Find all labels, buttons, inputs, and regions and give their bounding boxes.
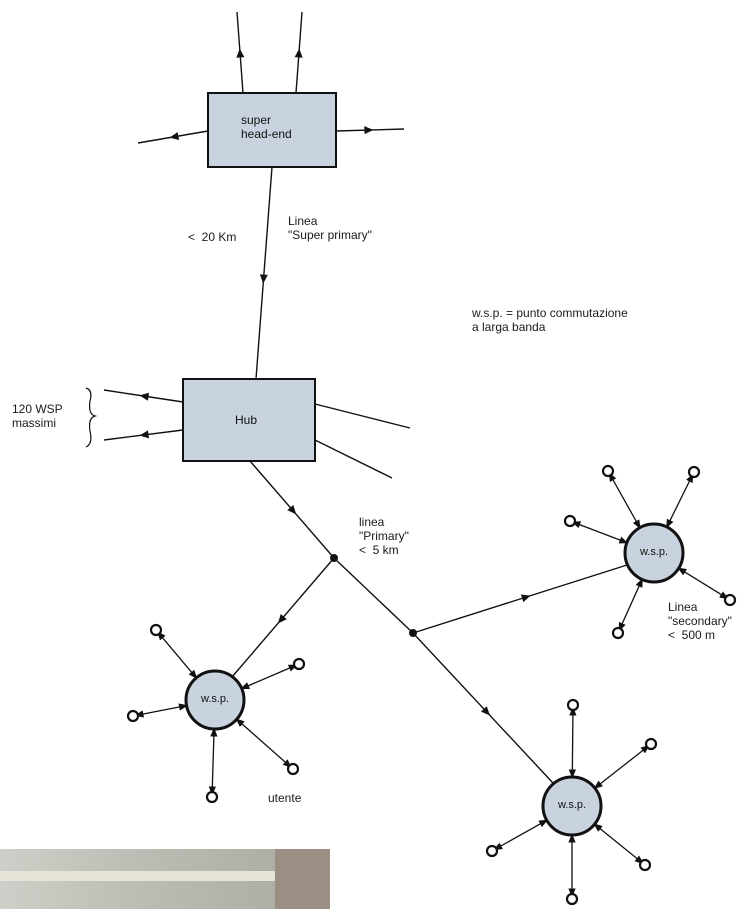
photo-strip	[0, 849, 330, 909]
user-link-left-0	[156, 631, 198, 680]
hub-link-right-bottom	[314, 439, 393, 479]
user-terminal-bottom-12	[485, 844, 499, 858]
legend-text: w.s.p. = punto commutazione a larga band…	[472, 306, 628, 334]
user-terminal-left-1	[292, 657, 306, 671]
linea-super-label: Linea "Super primary"	[288, 214, 372, 242]
primary-line-continuation	[333, 557, 414, 634]
wsp-bottom-label: w.s.p.	[557, 799, 587, 811]
user-link-left-4	[235, 718, 292, 769]
user-terminal-left-3	[205, 790, 219, 804]
wsp-left-label: w.s.p.	[200, 693, 230, 705]
secondary-line-bottom	[412, 632, 554, 784]
super-primary-line-arrowhead	[259, 274, 268, 284]
super-head-end-box	[207, 92, 337, 168]
hub-link-right-top	[314, 403, 411, 429]
linea-primary-label: linea "Primary" < 5 km	[359, 515, 409, 557]
user-link-left-1	[240, 664, 298, 690]
user-link-right-5	[608, 472, 641, 530]
user-link-right-8	[677, 567, 729, 600]
distance-super-label: < 20 Km	[188, 230, 237, 244]
user-link-right-7	[571, 521, 629, 544]
user-terminal-right-8	[723, 593, 737, 607]
secondary-line-bottom-arrowhead	[480, 706, 490, 716]
hub-link-left-bottom-arrowhead	[139, 430, 149, 439]
hub-box	[182, 378, 316, 462]
user-link-right-9	[618, 578, 643, 632]
head-end-uplink-right-arrowhead	[294, 48, 303, 58]
user-terminal-right-5	[601, 464, 615, 478]
user-terminal-bottom-10	[566, 698, 580, 712]
hub-link-left-top-arrowhead	[139, 392, 150, 401]
user-terminal-right-9	[611, 626, 625, 640]
user-link-bottom-14	[593, 823, 644, 865]
user-terminal-right-6	[687, 465, 701, 479]
wsp-node-right	[623, 522, 685, 584]
photo-block	[275, 849, 330, 909]
user-link-bottom-12	[493, 819, 549, 851]
wsp-count-label: 120 WSP massimi	[12, 402, 63, 430]
primary-line-arrowhead	[287, 504, 297, 515]
wsp-right-label: w.s.p.	[639, 546, 669, 558]
primary-to-left-wsp-arrowhead	[277, 614, 287, 624]
hub-label: Hub	[235, 413, 258, 427]
junction-dot-secondary	[409, 629, 417, 637]
wsp-node-left	[184, 669, 246, 731]
user-terminal-left-2	[126, 709, 140, 723]
user-terminal-bottom-11	[644, 737, 658, 751]
user-terminal-bottom-13	[565, 892, 579, 906]
user-link-right-6	[666, 473, 694, 529]
head-end-link-left-arrowhead	[169, 132, 180, 141]
user-link-left-3	[208, 727, 218, 796]
super-head-end-label: super head-end	[241, 113, 292, 141]
brace	[85, 387, 98, 448]
user-terminal-right-7	[563, 514, 577, 528]
user-link-bottom-11	[593, 744, 650, 790]
user-terminal-left-4	[286, 762, 300, 776]
user-link-left-2	[134, 703, 189, 718]
head-end-uplink-left-arrowhead	[236, 48, 245, 58]
super-primary-line	[255, 166, 273, 380]
user-terminal-bottom-14	[638, 858, 652, 872]
photo-stripe	[0, 871, 330, 881]
utente-label: utente	[268, 791, 302, 805]
head-end-link-right-arrowhead	[364, 126, 374, 135]
user-link-bottom-10	[568, 706, 577, 779]
wsp-node-bottom	[541, 775, 603, 837]
user-terminal-left-0	[149, 623, 163, 637]
linea-secondary-label: Linea "secondary" < 500 m	[668, 600, 732, 642]
junction-dot-primary	[330, 554, 338, 562]
secondary-line-right-arrowhead	[520, 594, 531, 603]
secondary-line-right	[412, 564, 628, 634]
